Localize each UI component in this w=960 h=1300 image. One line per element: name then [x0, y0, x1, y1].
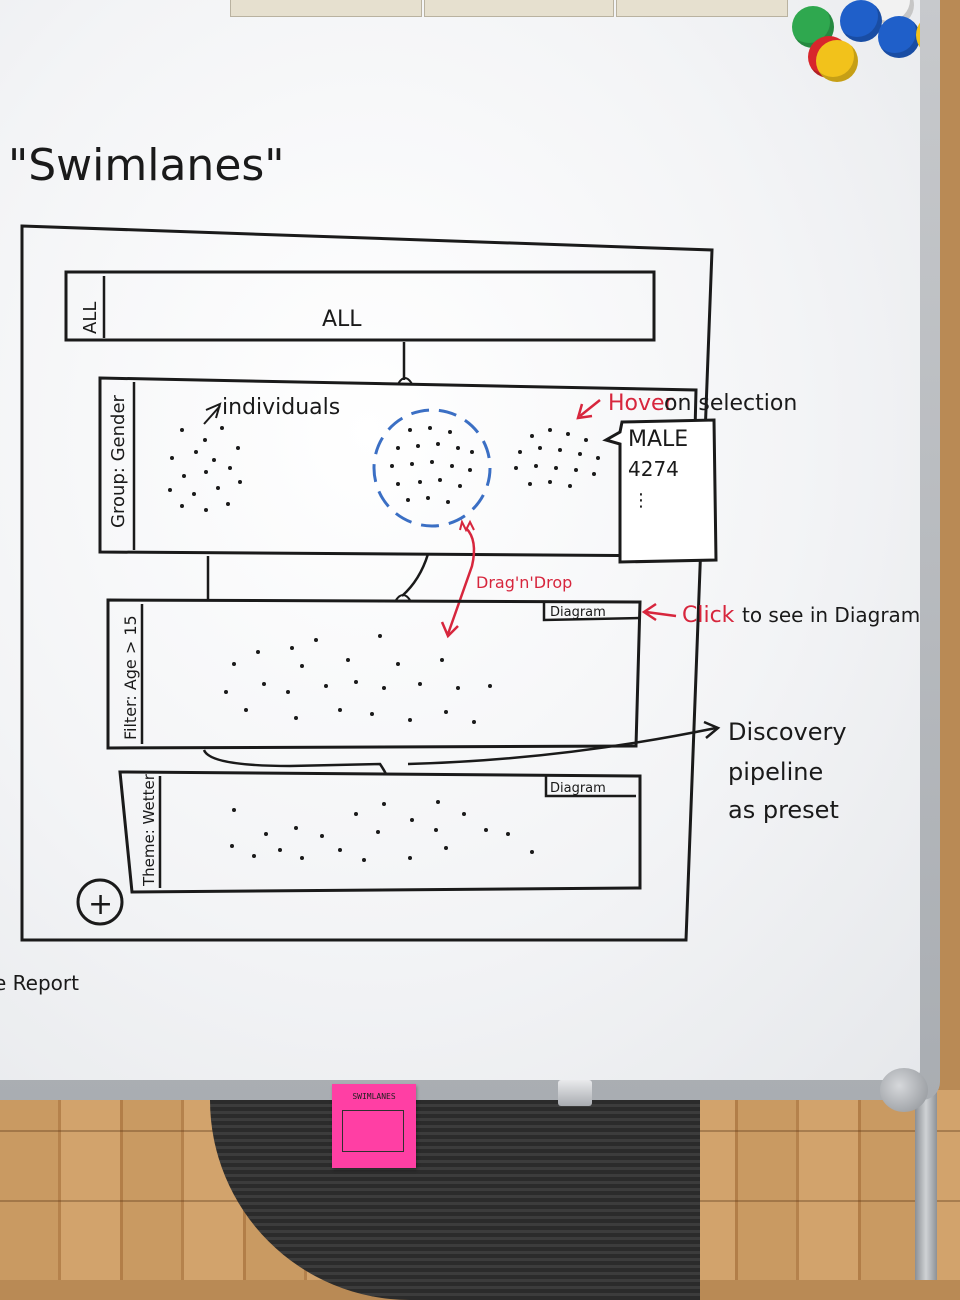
tooltip-more: ⋮: [632, 490, 650, 511]
lane-all: [64, 270, 656, 342]
hover-label: Hover: [608, 391, 675, 416]
drag-drop-label: Drag'n'Drop: [476, 573, 572, 592]
dot-scatter-filter: [224, 634, 492, 724]
whiteboard-frame: "Swimlanes" ALL ALL Group: Gender indivi…: [0, 0, 940, 1100]
tooltip-value: 4274: [628, 457, 679, 481]
yellow-magnet: [916, 14, 920, 56]
app-frame: [20, 224, 714, 942]
report-fragment: e Report: [0, 971, 79, 995]
hover-tooltip: [602, 418, 718, 564]
whiteboard: "Swimlanes" ALL ALL Group: Gender indivi…: [0, 0, 920, 1080]
selection-circle: [372, 408, 492, 528]
lane-filter-label: Filter: Age > 15: [121, 615, 140, 740]
blue-magnet: [878, 16, 920, 58]
marker-tray-left: [230, 0, 422, 17]
discovery-line-1: Discovery: [728, 718, 847, 746]
board-title: "Swimlanes": [8, 140, 285, 191]
yellow-magnet: [816, 40, 858, 82]
dot-cluster-left: [168, 426, 242, 512]
marker-tray-middle: [424, 0, 614, 17]
discovery-line-2: pipeline: [728, 758, 823, 786]
sticky-note: SWIMLANES: [332, 1084, 416, 1168]
individuals-label: individuals: [222, 395, 340, 420]
diagram-tab-theme: Diagram: [550, 781, 606, 796]
dot-cluster-middle: [390, 426, 474, 504]
lane-theme: [118, 770, 642, 894]
dot-cluster-right: [514, 428, 600, 488]
stand-knob: [880, 1068, 928, 1112]
click-label: Click: [682, 603, 735, 628]
add-lane-button: [76, 878, 124, 926]
whiteboard-drawing: "Swimlanes" ALL ALL Group: Gender indivi…: [0, 140, 920, 995]
lane-filter: [106, 598, 642, 750]
dot-scatter-theme: [230, 800, 534, 862]
sticky-note-sketch: [342, 1110, 404, 1152]
sticky-note-title: SWIMLANES: [352, 1092, 396, 1101]
blue-magnet: [840, 0, 882, 42]
hover-rest-label: on selection: [664, 391, 797, 416]
add-lane-symbol: +: [88, 887, 113, 922]
lane-group-label: Group: Gender: [108, 394, 129, 528]
diagram-tab-filter: Diagram: [550, 605, 606, 620]
lane-all-side-label: ALL: [80, 302, 101, 334]
board-clip: [558, 1080, 592, 1106]
discovery-line-3: as preset: [728, 796, 839, 824]
lane-all-center-label: ALL: [322, 307, 362, 332]
click-rest-label: to see in Diagram: [742, 603, 920, 627]
lane-group: [98, 376, 698, 558]
tooltip-title: MALE: [628, 427, 688, 452]
hand-cursor-icon: [459, 519, 475, 533]
marker-tray-right: [616, 0, 788, 17]
lane-theme-label: Theme: Wetter: [140, 773, 158, 887]
